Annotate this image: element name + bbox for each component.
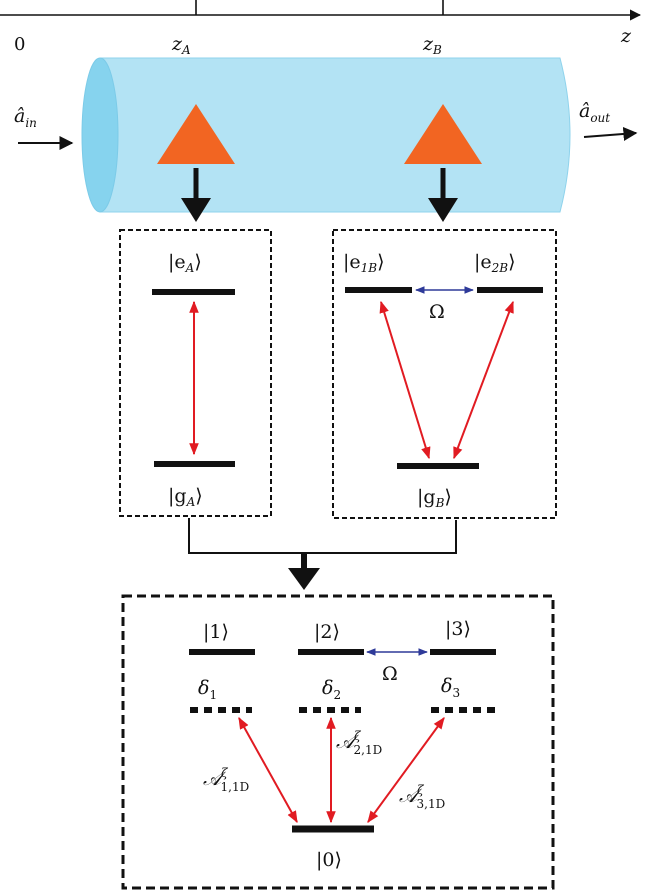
z-label: z [620, 25, 632, 47]
state2-label: |2⟩ [314, 621, 340, 643]
emitter-a-arrowhead [181, 198, 211, 222]
emitter-a-box: |eA⟩ |gA⟩ [119, 229, 272, 517]
waveguide-input-end [81, 57, 119, 213]
merge-connector [188, 518, 457, 590]
emitter-a-ground-label: |gA⟩ [168, 485, 203, 509]
emitter-a-frame [119, 229, 272, 517]
merge-arrowhead [288, 568, 320, 590]
output-field-label: âout [579, 100, 610, 125]
z-axis: 0 zA zB z [0, 0, 642, 57]
emitter-b-omega-label: Ω [429, 301, 445, 323]
emitter-b-arrowhead [428, 198, 458, 222]
zb-label: zB [422, 33, 442, 57]
origin-label: 0 [14, 34, 25, 55]
output-arrow [583, 126, 638, 141]
delta2-label: δ2 [322, 677, 341, 702]
state3-label: |3⟩ [445, 618, 471, 640]
coupling1-arrow [238, 716, 298, 824]
state0-label: |0⟩ [316, 849, 342, 871]
emitter-b-excited1-label: |e1B⟩ [343, 251, 385, 275]
waveguide-body [99, 57, 571, 213]
delta1-label: δ1 [198, 677, 217, 702]
emitter-a-triangle [157, 104, 235, 164]
waveguide: âin âout [14, 57, 638, 213]
emitter-arrows [181, 168, 458, 222]
coupling3-arrow [367, 717, 445, 823]
emitter-b-left-transition-arrow [379, 300, 431, 460]
delta3-label: δ3 [441, 675, 460, 700]
za-label: zA [171, 33, 191, 57]
emitter-b-triangle [404, 104, 482, 164]
emitter-b-box: |e1B⟩ |e2B⟩ Ω |gB⟩ [332, 229, 557, 519]
state1-label: |1⟩ [203, 621, 229, 643]
emitter-b-right-transition-arrow [453, 300, 514, 460]
input-field-label: âin [14, 105, 37, 130]
combined-frame [121, 594, 555, 890]
combined-omega-label: Ω [382, 663, 398, 685]
emitter-a-excited-label: |eA⟩ [168, 251, 202, 275]
merge-lines [188, 518, 457, 554]
emitter-b-ground-label: |gB⟩ [417, 486, 452, 510]
emitter-b-excited2-label: |e2B⟩ [474, 251, 516, 275]
